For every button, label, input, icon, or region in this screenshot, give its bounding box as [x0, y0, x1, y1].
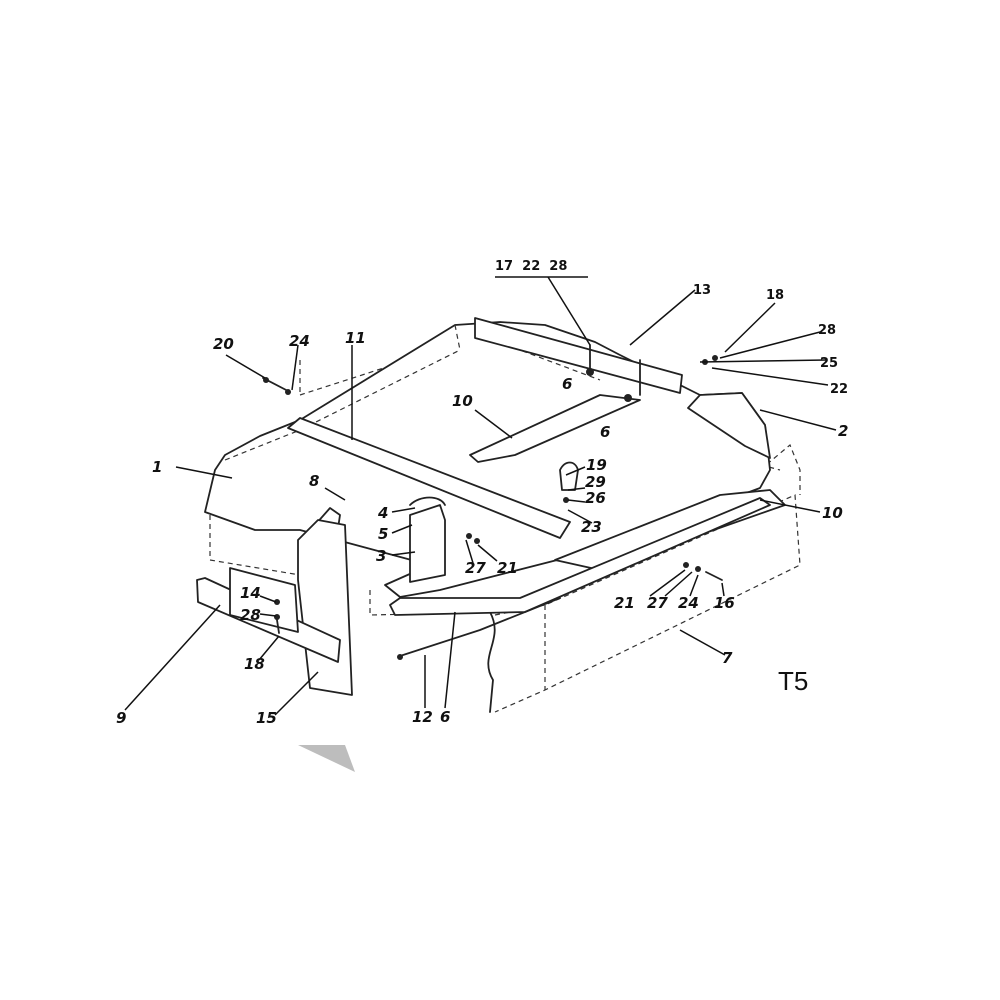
callout-15: 15	[256, 709, 277, 727]
diagram-code: T5	[778, 666, 808, 696]
callout-10-upper: 10	[452, 392, 473, 410]
leader-lines	[124, 276, 837, 716]
rail-part-10-upper	[469, 394, 641, 463]
orientation-arrow	[298, 745, 355, 772]
callout-18-bottom: 18	[244, 655, 265, 673]
mount-plate-part-14	[229, 567, 299, 633]
callout-12: 12	[412, 708, 433, 726]
callout-13: 13	[693, 283, 711, 298]
callout-28-left: 28	[240, 606, 261, 624]
callout-27-middle: 27	[465, 559, 486, 577]
callout-23: 23	[581, 518, 602, 536]
callout-20: 20	[213, 335, 234, 353]
callout-24-top: 24	[289, 332, 310, 350]
callout-10-lower: 10	[822, 504, 843, 522]
callout-21-right: 21	[614, 594, 635, 612]
callout-header-17-22-28: 17 22 28	[495, 259, 567, 274]
callout-7: 7	[722, 649, 733, 667]
callout-22: 22	[830, 382, 848, 397]
callout-3: 3	[376, 547, 386, 565]
callout-26: 26	[585, 489, 606, 507]
callout-6-bottom: 6	[440, 708, 450, 726]
callout-8: 8	[309, 472, 319, 490]
callout-9: 9	[116, 709, 126, 727]
callout-14: 14	[240, 584, 261, 602]
callout-2: 2	[838, 422, 848, 440]
front-plate-part-15	[297, 519, 353, 696]
side-housing-part-7	[487, 444, 801, 713]
callout-21-middle: 21	[497, 559, 518, 577]
hardware-fasteners	[262, 355, 723, 634]
callout-labels: 1 2 3 4 5 6 6 6 7 8 9 10 10 11 12 13 14 …	[116, 259, 848, 727]
bracket-part-3	[409, 496, 446, 583]
top-crossbar-part-13	[474, 317, 683, 396]
callout-29: 29	[585, 473, 606, 491]
diagonal-bar-part-11	[287, 417, 571, 539]
callout-11: 11	[345, 329, 366, 347]
callout-16: 16	[714, 594, 735, 612]
callout-6-middle: 6	[600, 423, 610, 441]
callout-19: 19	[586, 456, 607, 474]
right-flap-part-2	[687, 392, 771, 459]
callout-18-top: 18	[766, 288, 784, 303]
callout-28-top: 28	[818, 323, 836, 338]
callout-25: 25	[820, 356, 838, 371]
callout-4: 4	[377, 504, 388, 522]
callout-5: 5	[378, 525, 388, 543]
rod-part-12	[397, 597, 561, 660]
callout-1: 1	[152, 458, 162, 476]
callout-6-top: 6	[562, 375, 572, 393]
callout-27-right: 27	[647, 594, 668, 612]
callout-24-right: 24	[678, 594, 699, 612]
